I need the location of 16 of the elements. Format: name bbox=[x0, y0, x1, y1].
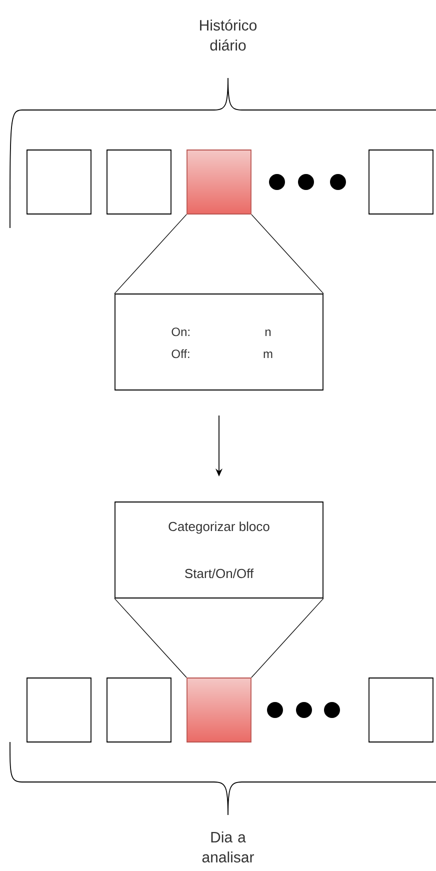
highlighted-block bbox=[186, 150, 252, 214]
process-box: Categorizar bloco Start/On/Off bbox=[114, 502, 324, 598]
block bbox=[26, 678, 92, 742]
block bbox=[106, 678, 172, 742]
brace-label: Histórico diário bbox=[200, 19, 257, 51]
block bbox=[368, 678, 434, 742]
block bbox=[368, 150, 434, 214]
count-box: On: n Off: m bbox=[114, 294, 324, 390]
connector-line bbox=[114, 598, 187, 678]
block bbox=[106, 150, 172, 214]
brace-label: Dia a analisar bbox=[202, 831, 254, 862]
connector-line bbox=[251, 598, 324, 678]
connector-line bbox=[251, 214, 324, 294]
connector-line bbox=[114, 214, 187, 294]
block bbox=[26, 150, 92, 214]
highlighted-block bbox=[186, 678, 252, 742]
